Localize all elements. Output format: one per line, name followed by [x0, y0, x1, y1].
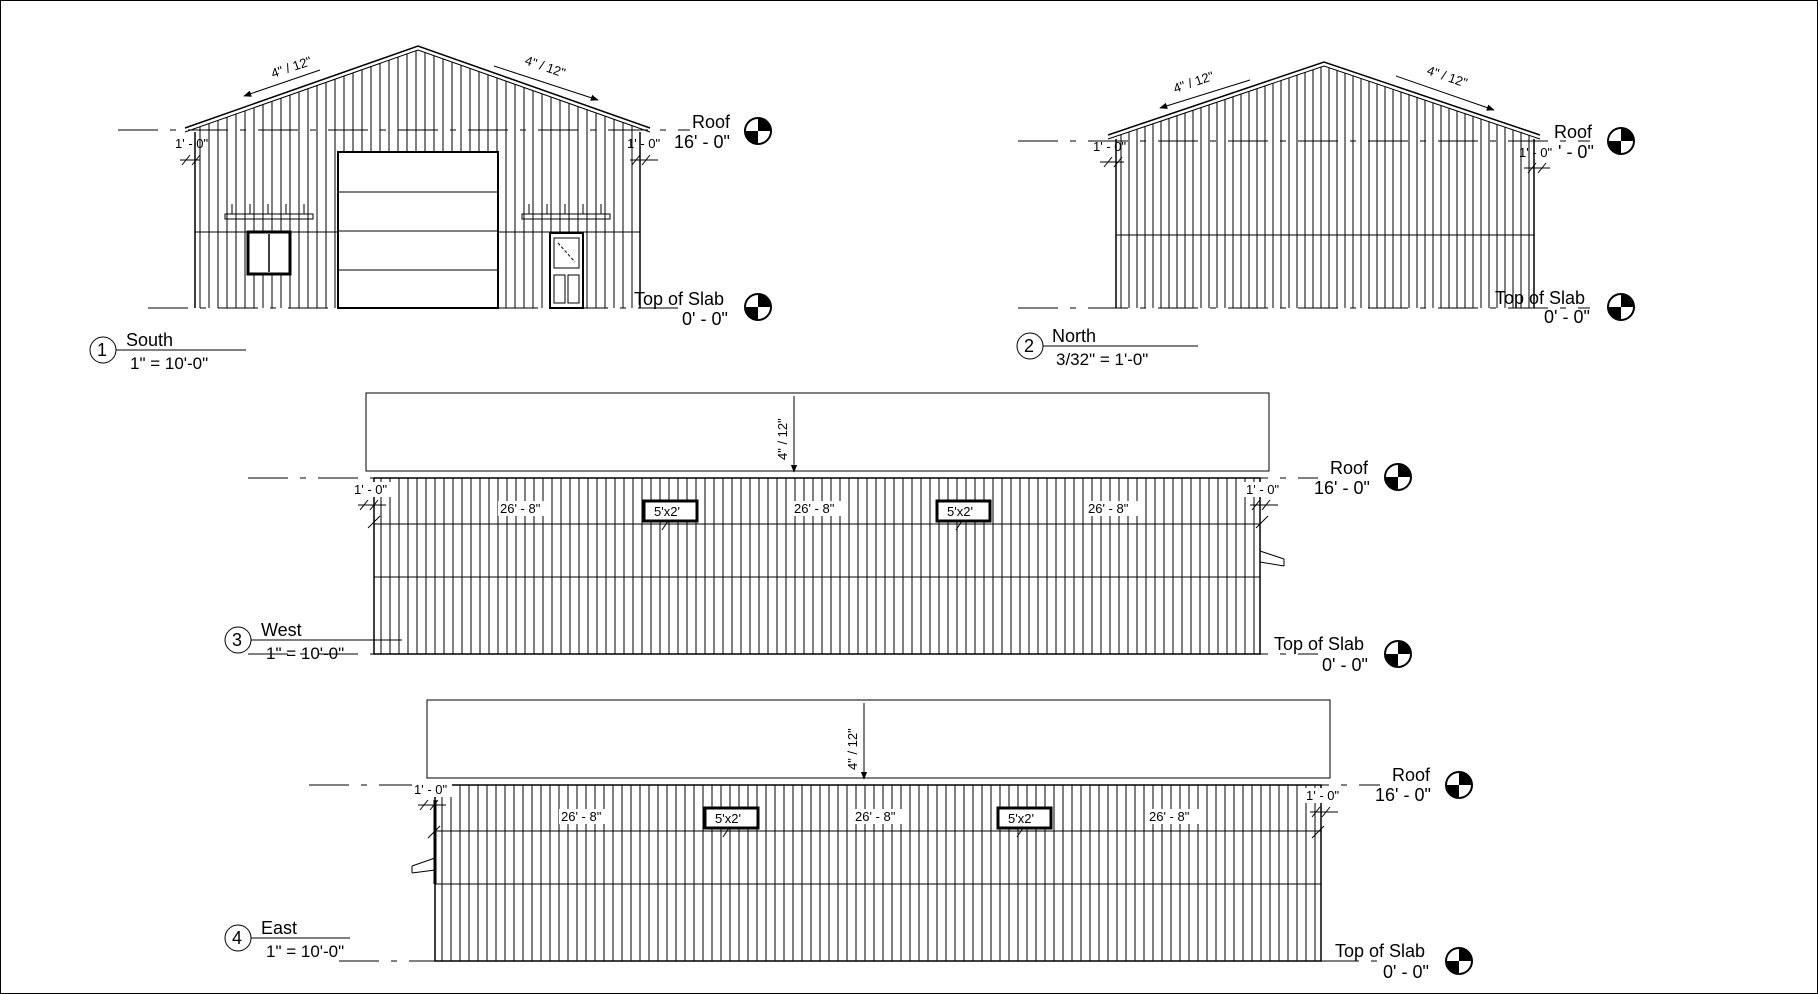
north-roof-level-marker — [1607, 127, 1635, 155]
svg-text:4: 4 — [232, 928, 242, 948]
north-slab-level-marker — [1607, 293, 1635, 321]
north-overhang-left: 1' - 0" — [1093, 139, 1126, 154]
west-overhang-left: 1' - 0" — [354, 482, 387, 497]
svg-text:5'x2': 5'x2' — [947, 504, 973, 519]
west-slab-label: Top of Slab — [1274, 634, 1364, 654]
south-roof-level-marker — [744, 117, 772, 145]
south-roof-label: Roof — [692, 112, 731, 132]
east-roof-plane: 4" / 12" — [426, 699, 1331, 780]
south-view-title: 1 South 1" = 10'-0" — [89, 330, 246, 373]
south-slope-arrow-right — [493, 65, 599, 101]
svg-text:5'x2': 5'x2' — [715, 811, 741, 826]
south-slope-arrow-left — [243, 69, 321, 97]
east-slab-elev: 0' - 0" — [1383, 962, 1429, 982]
east-elevation-view: 4" / 12" 1' - 0" 1' - 0" 26' - 8" — [224, 699, 1473, 982]
east-span-3: 26' - 8" — [1149, 809, 1190, 824]
east-window-tag-2: 5'x2' — [996, 806, 1053, 838]
south-scale: 1" = 10'-0" — [130, 354, 208, 373]
east-span-2: 26' - 8" — [855, 809, 896, 824]
east-scale: 1" = 10'-0" — [266, 942, 344, 961]
svg-text:5'x2': 5'x2' — [1008, 811, 1034, 826]
south-overhang-left: 1' - 0" — [175, 136, 208, 151]
south-roof-elev: 16' - 0" — [674, 132, 730, 152]
east-slope: 4" / 12" — [845, 728, 860, 770]
east-roof-level-marker — [1445, 771, 1473, 799]
north-scale: 3/32" = 1'-0" — [1056, 350, 1148, 369]
west-title: West — [261, 620, 302, 640]
east-title: East — [261, 918, 297, 938]
west-slope: 4" / 12" — [775, 418, 790, 460]
west-side-canopy — [1259, 550, 1285, 567]
east-roof-label: Roof — [1392, 765, 1431, 785]
east-view-title: 4 East 1" = 10'-0" — [224, 918, 350, 961]
south-roof-outline — [184, 45, 651, 129]
svg-text:1: 1 — [97, 340, 107, 360]
west-roof-plane: 4" / 12" — [365, 392, 1270, 473]
east-dimensions: 1' - 0" 1' - 0" 26' - 8" 26' - 8" 26' - … — [412, 782, 1344, 839]
east-slab-label: Top of Slab — [1335, 941, 1425, 961]
overhead-door — [337, 151, 499, 309]
east-roof-elev: 16' - 0" — [1375, 785, 1431, 805]
east-overhang-right: 1' - 0" — [1306, 788, 1339, 803]
south-slab-label: Top of Slab — [634, 289, 724, 309]
east-window-tag-1: 5'x2' — [703, 806, 760, 838]
east-overhang-left: 1' - 0" — [414, 782, 447, 797]
west-window-tag-2: 5'x2' — [935, 499, 992, 531]
north-siding — [1120, 67, 1530, 308]
west-window-tag-1: 5'x2' — [642, 499, 699, 531]
north-elevation-view: 4" / 12" 4" / 12" 1' - 0" 1' - 0" Roof '… — [1016, 61, 1635, 369]
west-roof-level-marker — [1384, 463, 1412, 491]
west-view-title: 3 West 1" = 10'-0" — [224, 620, 402, 663]
svg-text:2: 2 — [1024, 336, 1034, 356]
north-slab-label: Top of Slab — [1495, 288, 1585, 308]
south-dim-ticks — [180, 154, 658, 166]
west-roof-elev: 16' - 0" — [1314, 478, 1370, 498]
entry-door — [549, 232, 584, 309]
west-span-2: 26' - 8" — [794, 501, 835, 516]
south-canopy-left — [224, 204, 314, 220]
south-overhang-right: 1' - 0" — [627, 136, 660, 151]
east-slab-level-marker — [1445, 947, 1473, 975]
west-roof-label: Roof — [1330, 458, 1369, 478]
west-elevation-view: 4" / 12" 1' - 0" 1' - 0" 26' - 8" 26' - … — [224, 392, 1412, 675]
svg-text:5'x2': 5'x2' — [654, 504, 680, 519]
north-roof-outline — [1107, 61, 1541, 136]
north-title: North — [1052, 326, 1096, 346]
east-span-1: 26' - 8" — [561, 809, 602, 824]
north-roof-elev: ' - 0" — [1558, 142, 1594, 162]
west-slab-elev: 0' - 0" — [1322, 655, 1368, 675]
north-slab-elev: 0' - 0" — [1544, 307, 1590, 327]
north-roof-label: Roof — [1554, 122, 1593, 142]
south-slab-level-marker — [744, 293, 772, 321]
south-canopy-right — [521, 204, 611, 220]
east-side-canopy — [411, 800, 437, 884]
south-title: South — [126, 330, 173, 350]
svg-text:3: 3 — [232, 630, 242, 650]
west-slab-level-marker — [1384, 640, 1412, 668]
south-elevation-view: 4" / 12" 4" / 12" 1' - 0" 1' - 0" Roof 1… — [89, 45, 772, 373]
west-overhang-right: 1' - 0" — [1246, 482, 1279, 497]
south-window — [246, 230, 292, 276]
west-span-1: 26' - 8" — [500, 501, 541, 516]
north-view-title: 2 North 3/32" = 1'-0" — [1016, 326, 1198, 369]
west-scale: 1" = 10'-0" — [266, 644, 344, 663]
west-span-3: 26' - 8" — [1088, 501, 1129, 516]
north-overhang-right: 1' - 0" — [1519, 145, 1552, 160]
south-slab-elev: 0' - 0" — [682, 309, 728, 329]
west-dimensions: 1' - 0" 1' - 0" 26' - 8" 26' - 8" 26' - … — [352, 482, 1284, 529]
south-roof-fascia — [184, 49, 651, 133]
